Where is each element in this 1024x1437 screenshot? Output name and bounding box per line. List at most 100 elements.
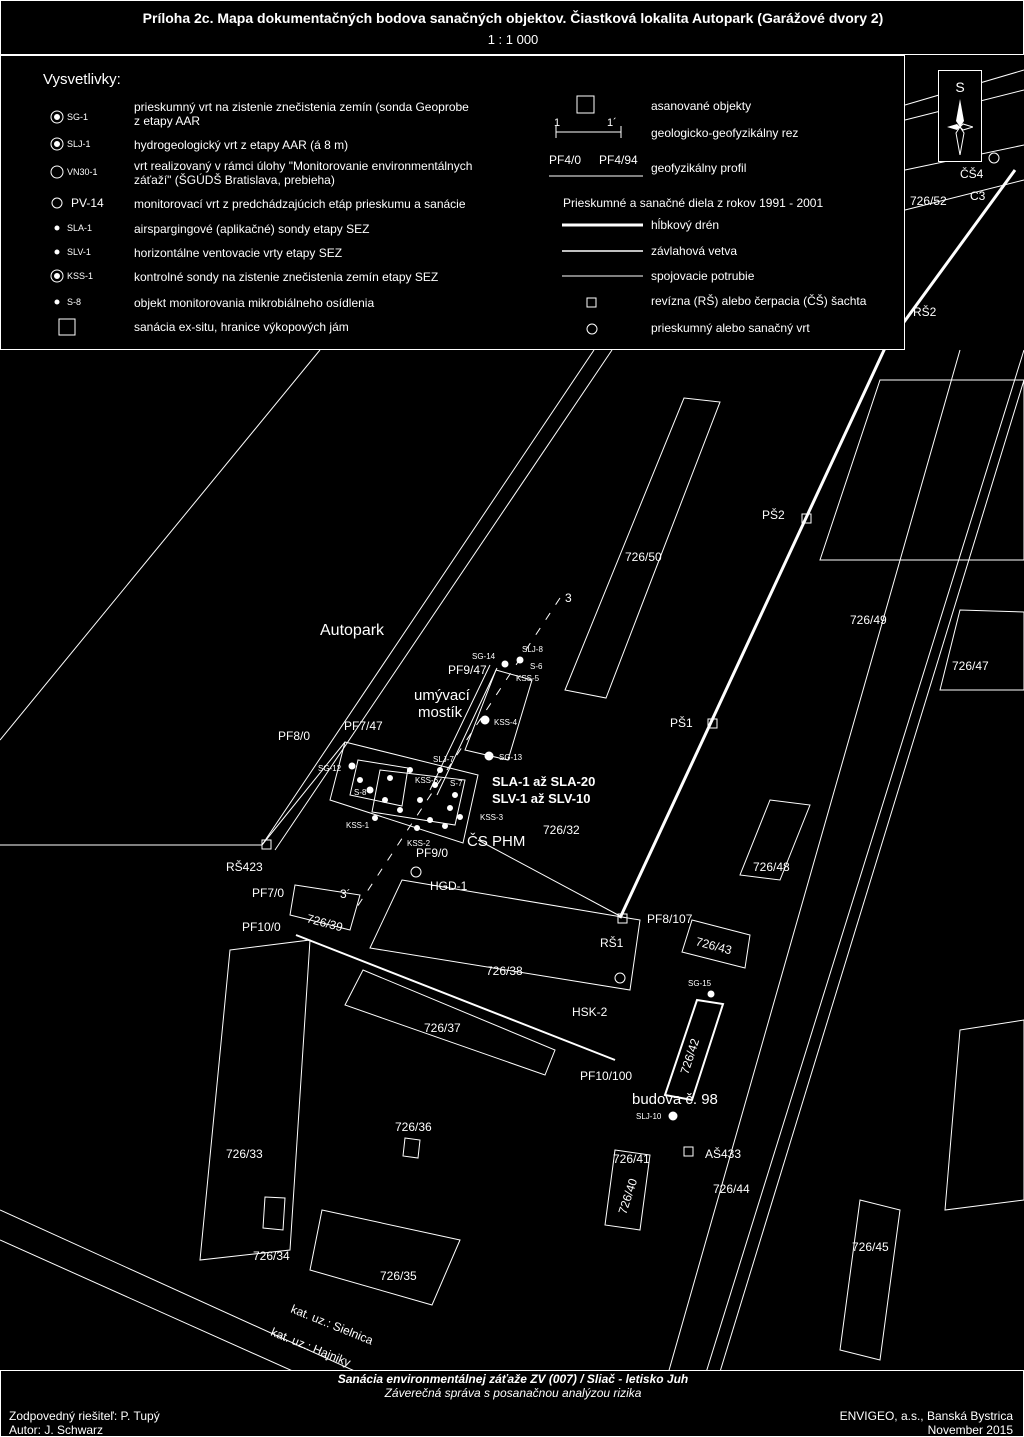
building-label: budova č. 98 bbox=[632, 1091, 718, 1108]
parcel-label: 726/36 bbox=[395, 1120, 432, 1134]
legend-symbol-label: SG-1 bbox=[67, 112, 88, 122]
legend-text: kontrolné sondy na zistenie znečistenia … bbox=[134, 270, 439, 284]
legend-text: horizontálne ventovacie vrty etapy SEZ bbox=[134, 246, 343, 260]
legend-symbol-label: PV-14 bbox=[71, 196, 104, 210]
building bbox=[681, 919, 751, 969]
shaft-ps2 bbox=[801, 513, 812, 524]
connecting-pipe bbox=[261, 741, 346, 846]
road-edge bbox=[685, 349, 1024, 1437]
building bbox=[402, 1137, 421, 1159]
legend-text: prieskumný vrt na zistenie znečistenia z… bbox=[134, 100, 469, 114]
boundary-line bbox=[0, 349, 321, 741]
deep-drain bbox=[618, 347, 887, 919]
point-label: S-7 bbox=[450, 779, 463, 788]
legend-box: Vysvetlivky: bbox=[0, 55, 905, 350]
building bbox=[819, 379, 1024, 561]
parcel-label: 726/35 bbox=[380, 1269, 417, 1283]
parcel-label: 726/41 bbox=[613, 1152, 650, 1166]
legend-profile-label: PF4/94 bbox=[599, 153, 638, 167]
legend-text: hĺbkový drén bbox=[651, 218, 720, 232]
road-edge bbox=[649, 349, 961, 1437]
station-label: ČS PHM bbox=[467, 833, 525, 850]
wash-bridge bbox=[464, 669, 533, 761]
legend-text: z etapy AAR bbox=[134, 114, 201, 128]
building bbox=[839, 1199, 901, 1361]
parcel-label: 726/43 bbox=[694, 934, 733, 957]
point-label: KSS-6 bbox=[415, 776, 439, 785]
section-label: 3 bbox=[565, 591, 572, 605]
point-label: SG-13 bbox=[499, 753, 523, 762]
building bbox=[289, 884, 361, 931]
building bbox=[369, 879, 641, 991]
legend-symbols: SG-1 SLJ-1 VN30-1 SLA-1 SLV-1 KSS-1 S-8 … bbox=[50, 95, 643, 336]
building bbox=[939, 609, 1024, 691]
parcel-label: 726/37 bbox=[424, 1021, 461, 1035]
parcel-label: 726/38 bbox=[486, 964, 523, 978]
connecting-pipe bbox=[477, 839, 621, 917]
company: ENVIGEO, a.s., Banská Bystrica bbox=[839, 1409, 1013, 1423]
north-arrow-box: S bbox=[938, 70, 982, 162]
point-label: RŠ1 bbox=[600, 935, 624, 950]
point-label: RŠ423 bbox=[226, 859, 263, 874]
kss4-point bbox=[480, 715, 490, 725]
s8-point bbox=[366, 786, 374, 794]
building bbox=[564, 397, 721, 699]
parcel-label: 726/39 bbox=[305, 911, 344, 934]
responsible-person: Zodpovedný riešiteľ: P. Tupý bbox=[9, 1409, 160, 1423]
remediation-area bbox=[329, 741, 479, 844]
irrigation-branch bbox=[295, 934, 616, 1061]
map-title: Príloha 2c. Mapa dokumentačných bodova s… bbox=[142, 10, 884, 26]
point-label: RŠ2 bbox=[913, 304, 937, 319]
north-label: S bbox=[955, 79, 965, 95]
legend-symbol-label: S-8 bbox=[67, 297, 81, 307]
parcel-label: 726/50 bbox=[625, 550, 662, 564]
parcel-label: 726/47 bbox=[952, 659, 989, 673]
excavation-pit bbox=[349, 759, 409, 807]
building-label: mostík bbox=[418, 704, 463, 721]
road-edge bbox=[699, 379, 1024, 1437]
point-label: SLJ-7 bbox=[433, 755, 454, 764]
legend-symbol-label: SLJ-1 bbox=[67, 139, 91, 149]
point-label: KSS-2 bbox=[407, 839, 431, 848]
legend-text: vrt realizovaný v rámci úlohy "Monitorov… bbox=[134, 159, 473, 173]
point-label: ČŠ4 bbox=[960, 166, 984, 181]
point-label: KSS-5 bbox=[516, 674, 540, 683]
point-label: SG-15 bbox=[688, 979, 712, 988]
slj8-point bbox=[516, 656, 524, 664]
legend-text: revízna (RŠ) alebo čerpacia (ČŠ) šachta bbox=[651, 294, 867, 308]
section-label: 3´ bbox=[340, 887, 351, 901]
point-label: S-8 bbox=[354, 788, 367, 797]
point-label: KSS-1 bbox=[346, 821, 370, 830]
point-label: SG-14 bbox=[472, 652, 496, 661]
parcel-label: 726/40 bbox=[616, 1176, 641, 1216]
point-label: HGD-1 bbox=[430, 879, 468, 893]
parcel-label: 726/32 bbox=[543, 823, 580, 837]
legend-symbol-label: VN30-1 bbox=[67, 167, 98, 177]
legend-symbol-label: KSS-1 bbox=[67, 271, 93, 281]
point-label: PF10/100 bbox=[580, 1069, 632, 1083]
legend-text: prieskumný alebo sanačný vrt bbox=[651, 321, 810, 335]
legend-profile-label: PF4/0 bbox=[549, 153, 581, 167]
legend-heading: Vysvetlivky: bbox=[43, 71, 121, 88]
parcel-label: 726/34 bbox=[253, 1249, 290, 1263]
parcel-label: 726/42 bbox=[678, 1036, 703, 1076]
legend-text: geofyzikálny profil bbox=[651, 161, 747, 175]
legend-symbol-label: SLA-1 bbox=[67, 223, 92, 233]
point-label: PF7/0 bbox=[252, 886, 284, 900]
building bbox=[739, 799, 811, 881]
well-hsk2 bbox=[614, 972, 626, 984]
footer-block: Sanácia environmentálnej záťaže ZV (007)… bbox=[0, 1370, 1024, 1437]
legend-text: Prieskumné a sanačné diela z rokov 1991 … bbox=[563, 196, 824, 210]
legend-text: airspargingové (aplikačné) sondy etapy S… bbox=[134, 222, 370, 236]
point-label: PF8/107 bbox=[647, 912, 693, 926]
slj10-point bbox=[668, 1111, 678, 1121]
point-label: SLJ-8 bbox=[522, 645, 543, 654]
legend-text: záťaží" (ŠGÚDŠ Bratislava, prebieha) bbox=[134, 173, 335, 187]
slv-label: SLV-1 až SLV-10 bbox=[492, 791, 591, 806]
parcel-label: 726/49 bbox=[850, 613, 887, 627]
legend-rez-label: 1 bbox=[554, 117, 560, 129]
point-label: HSK-2 bbox=[572, 1005, 608, 1019]
legend-text: asanované objekty bbox=[651, 99, 752, 113]
parcel-label: 726/33 bbox=[226, 1147, 263, 1161]
